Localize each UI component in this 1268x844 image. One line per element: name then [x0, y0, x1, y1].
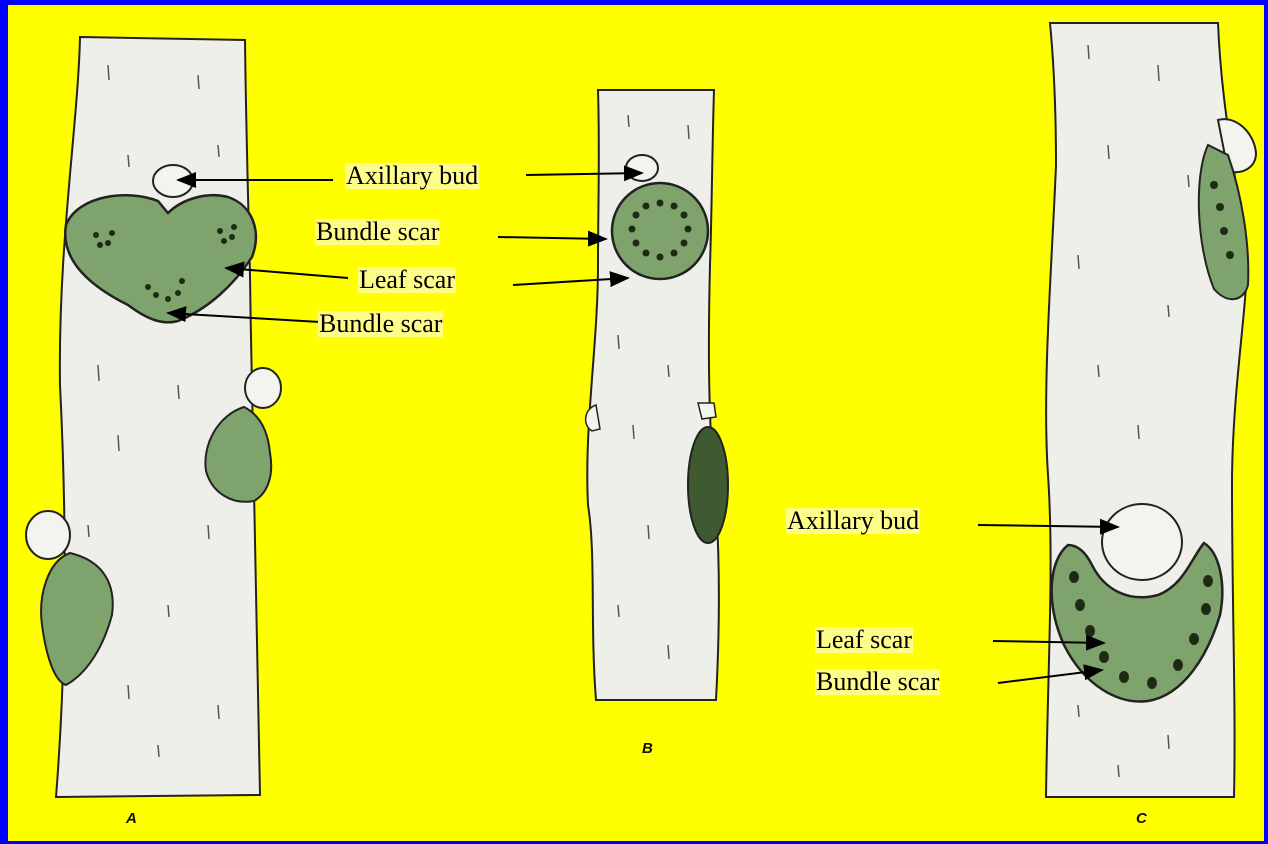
twig-b-side-bud-right: [698, 403, 716, 419]
twig-c: [1046, 23, 1256, 797]
label-axillary-bud-c: Axillary bud: [786, 508, 920, 534]
twig-b-stem: [587, 90, 719, 700]
label-bundle-scar-c: Bundle scar: [815, 669, 940, 695]
twig-c-axillary-bud: [1102, 504, 1182, 580]
label-axillary-bud-top: Axillary bud: [345, 163, 479, 189]
panel-letter-c: C: [1136, 810, 1147, 827]
twig-a-lower-bud-right: [245, 368, 281, 408]
twig-a-lower-bud-left: [26, 511, 70, 559]
panel-letter-a: A: [126, 810, 137, 827]
label-bundle-scar-lower: Bundle scar: [318, 311, 443, 337]
label-leaf-scar-middle: Leaf scar: [358, 267, 456, 293]
panel-letter-b: B: [642, 740, 653, 757]
twig-b: [586, 90, 728, 700]
label-leaf-scar-c: Leaf scar: [815, 627, 913, 653]
twig-b-side-scar: [688, 427, 728, 543]
twig-a: [26, 37, 281, 797]
twig-b-axillary-bud: [626, 155, 658, 181]
diagram-canvas: Axillary bud Bundle scar Leaf scar Bundl…: [8, 5, 1264, 841]
twig-diagram: [8, 5, 1264, 841]
leader-b-bundle-scar: [498, 237, 606, 239]
twig-b-leaf-scar: [612, 183, 708, 279]
label-bundle-scar-top: Bundle scar: [315, 219, 440, 245]
